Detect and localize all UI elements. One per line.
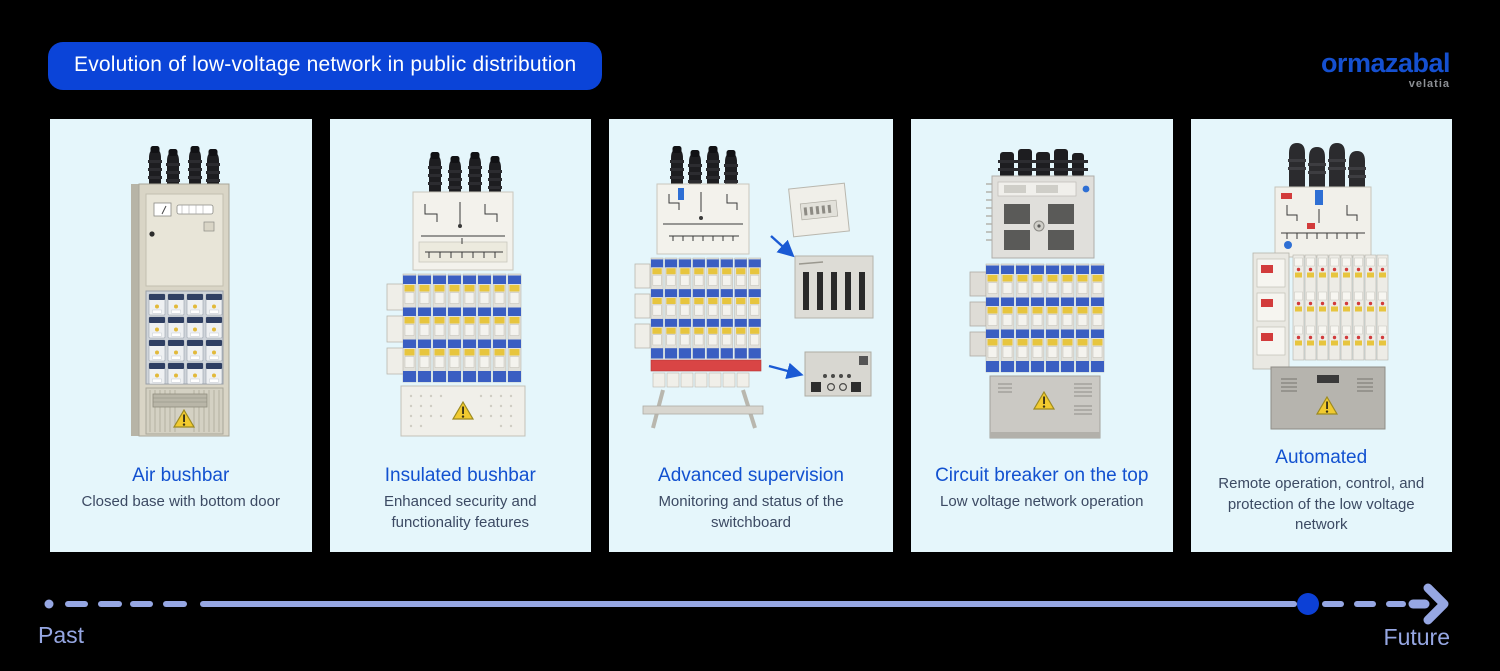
automated-switchboard-illustration (1205, 129, 1439, 441)
advanced-supervision-illustration (623, 129, 879, 459)
panel-desc-circuit-breaker: Low voltage network operation (940, 493, 1144, 510)
timeline-arrow-icon (1408, 583, 1449, 625)
air-bushbar-cabinet-image (130, 146, 230, 437)
timeline-label-past: Past (38, 622, 85, 648)
timeline-current-marker (1297, 593, 1319, 615)
panel-desc-automated: Remote operation, control, and protectio… (1218, 474, 1425, 534)
advanced-supervision-image (634, 146, 874, 429)
evolution-panels-row: Air bushbar Closed base with bottom door (50, 119, 1452, 552)
timeline-solid-line (200, 601, 1297, 607)
panel-title-automated: Automated (1275, 446, 1368, 468)
insulated-bushbar-image (386, 152, 526, 437)
panel-desc-insulated-bushbar: Enhanced security and functionality feat… (383, 493, 537, 531)
page-title: Evolution of low-voltage network in publ… (48, 42, 603, 90)
ormazabal-logo: ormazabal velatia (1320, 48, 1451, 90)
timeline (44, 583, 1449, 625)
timeline-start-dot (44, 599, 54, 609)
panel-automated: Automated Remote operation, control, and… (1190, 119, 1452, 552)
panel-circuit-breaker-on-top: Circuit breaker on the top Low voltage n… (911, 119, 1173, 552)
timeline-label-future: Future (1383, 624, 1450, 650)
panel-title-insulated-bushbar: Insulated bushbar (384, 465, 536, 486)
panel-title-circuit-breaker: Circuit breaker on the top (935, 465, 1149, 486)
panel-desc-advanced-supervision: Monitoring and status of the switchboard (658, 493, 844, 531)
circuit-breaker-illustration (925, 129, 1159, 459)
panel-title-air-bushbar: Air bushbar (132, 465, 230, 486)
insulated-bushbar-illustration (344, 129, 578, 459)
panel-insulated-bushbar: Insulated bushbar Enhanced security and … (329, 119, 591, 552)
panel-air-bushbar: Air bushbar Closed base with bottom door (50, 119, 312, 552)
panel-title-advanced-supervision: Advanced supervision (658, 465, 844, 486)
logo-brand-text: ormazabal (1320, 48, 1451, 78)
panel-advanced-supervision: Advanced supervision Monitoring and stat… (609, 119, 893, 552)
logo-sub-text: velatia (1408, 78, 1450, 90)
air-bushbar-cabinet-illustration (64, 129, 298, 459)
automated-switchboard-image (1252, 142, 1389, 430)
panel-desc-air-bushbar: Closed base with bottom door (81, 493, 280, 510)
circuit-breaker-image (969, 149, 1132, 439)
